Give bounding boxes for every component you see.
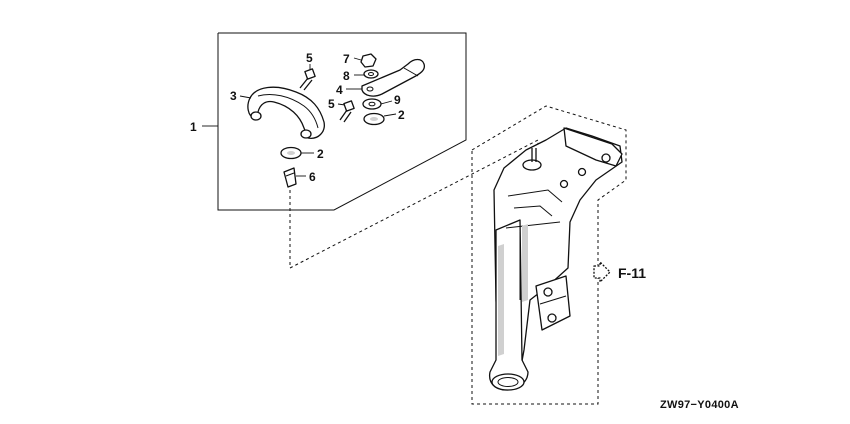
callout-9: 9	[394, 93, 401, 107]
callout-2-upper: 2	[398, 108, 405, 122]
diagram-code: ZW97−Y0400A	[660, 399, 739, 411]
callout-2-lower: 2	[317, 147, 324, 161]
callout-8: 8	[343, 69, 350, 83]
extension-housing-part	[488, 127, 623, 391]
washer-2-upper-part	[363, 112, 397, 126]
washer-2-lower-part	[280, 146, 314, 160]
washer-upper-part	[354, 69, 379, 79]
callout-3: 3	[230, 89, 237, 103]
callout-7: 7	[343, 52, 350, 66]
callout-1: 1	[190, 120, 197, 134]
callout-5-lower: 5	[328, 97, 335, 111]
housing-frame	[471, 105, 627, 405]
handle-part	[239, 86, 325, 139]
plate-part	[346, 58, 426, 97]
callout-5-upper: 5	[306, 51, 313, 65]
callout-6: 6	[309, 170, 316, 184]
assembly-outline	[202, 32, 467, 211]
reference-label: F-11	[618, 265, 646, 281]
rubber-mount-part	[283, 167, 306, 188]
callout-4: 4	[336, 83, 343, 97]
arrow-right-outline-icon	[593, 261, 611, 283]
bolt-lower-part	[337, 100, 355, 123]
washer-9-part	[362, 98, 393, 110]
bolt-upper-part	[299, 64, 316, 91]
nut-part	[353, 53, 377, 68]
